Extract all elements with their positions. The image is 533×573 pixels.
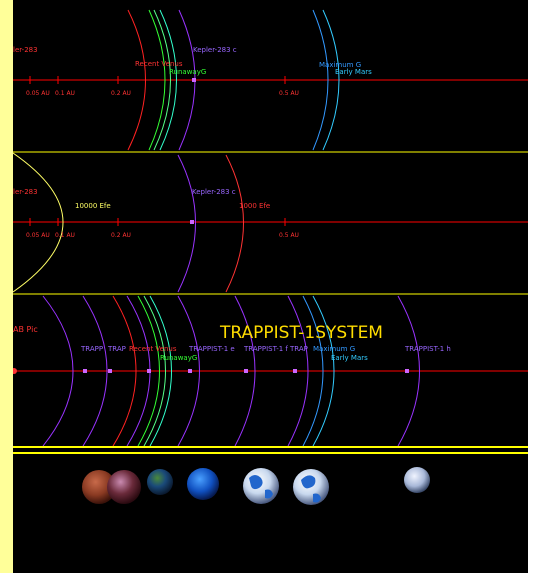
runaway-arc-2: [153, 9, 171, 151]
cloudy-ocean-planet: [293, 469, 329, 505]
habitable-zone-diagram: ler-283 Recent Venus RunawayG Kepler-283…: [13, 0, 528, 573]
planet-orbit-f: [234, 295, 256, 447]
maximum-label: Maximum G: [313, 345, 355, 353]
cloudy-ocean-planet: [243, 468, 279, 504]
runaway-arc-1: [137, 295, 160, 447]
early-mars-arc: [312, 295, 335, 447]
planet-marker: [190, 220, 194, 224]
planet-markers: [83, 369, 409, 373]
tick-label: 0.1 AU: [55, 90, 75, 97]
tick-marks: [29, 218, 286, 226]
runaway-label: RunawayG: [160, 354, 197, 362]
ocean-planet: [187, 468, 219, 500]
efe-10000-arc: [13, 152, 64, 293]
planet-orbit-e: [177, 295, 200, 447]
system-title: TRAPPIST-1SYSTEM: [219, 323, 383, 343]
recent-venus-label: Recent Venus: [135, 60, 183, 68]
early-mars-arc: [322, 9, 340, 151]
efe-1000-label: 1000 Efe: [239, 202, 270, 210]
panel-kepler-283-hz: ler-283 Recent Venus RunawayG Kepler-283…: [13, 9, 528, 151]
recent-venus-label: Recent Venus: [129, 345, 177, 353]
tick-label: 0.2 AU: [111, 232, 131, 239]
tick-label: 0.5 AU: [279, 90, 299, 97]
early-mars-label: Early Mars: [331, 354, 368, 362]
runaway-label: RunawayG: [169, 68, 206, 76]
planet-label: Kepler-283 c: [193, 46, 237, 54]
earth-like-planet: [147, 469, 173, 495]
runaway-arc-3: [159, 9, 177, 151]
maximum-label: Maximum G: [319, 61, 361, 69]
left-sidebar: [0, 0, 13, 573]
runaway-arc-2: [143, 295, 166, 447]
mars-like-planet: [82, 470, 116, 504]
tick-label: 0.05 AU: [26, 90, 50, 97]
tick-label: 0.5 AU: [279, 232, 299, 239]
venus-like-planet: [107, 470, 141, 504]
planet-gallery: [82, 467, 430, 505]
maximum-arc: [302, 295, 324, 447]
planet-orbit-h: [397, 295, 420, 447]
icy-planet: [404, 467, 430, 493]
planet-label: TRAP: [107, 345, 126, 353]
planet-label: TRAPPIST-1 h: [404, 345, 451, 353]
efe-1000-arc: [225, 154, 244, 293]
star-marker: [13, 368, 17, 374]
planet-label: Kepler-283 c: [192, 188, 236, 196]
planet-marker: [192, 78, 196, 82]
recent-venus-arc: [112, 295, 137, 447]
planet-orbit: [177, 154, 196, 293]
tick-marks: [29, 76, 286, 84]
star-label: ler-283: [13, 188, 38, 196]
star-label: ler-283: [13, 46, 38, 54]
star-label: AB Pic: [13, 325, 38, 334]
early-mars-label: Early Mars: [335, 68, 372, 76]
planet-orbit-c: [82, 295, 108, 447]
runaway-arc-3: [149, 295, 172, 447]
maximum-arc: [312, 9, 329, 151]
runaway-arc-1: [148, 9, 166, 151]
planet-label: TRAPPIST-1 f: [243, 345, 288, 353]
panel-trappist-1: TRAPPIST-1SYSTEM AB Pic TRAPP TRAP Recen…: [13, 295, 528, 447]
planet-label: TRAPP: [80, 345, 103, 353]
planet-orbit-g: [287, 295, 309, 447]
planet-label: TRAPPIST-1 e: [188, 345, 235, 353]
tick-label: 0.2 AU: [111, 90, 131, 97]
planet-label: TRAP: [289, 345, 308, 353]
tick-label: 0.1 AU: [55, 232, 75, 239]
panel-kepler-283-efe: ler-283 10000 Efe Kepler-283 c 1000 Efe …: [13, 152, 528, 293]
efe-10000-label: 10000 Efe: [75, 202, 111, 210]
tick-label: 0.05 AU: [26, 232, 50, 239]
planet-orbit-b: [42, 295, 74, 447]
recent-venus-arc: [127, 9, 146, 151]
right-margin: [528, 0, 533, 573]
